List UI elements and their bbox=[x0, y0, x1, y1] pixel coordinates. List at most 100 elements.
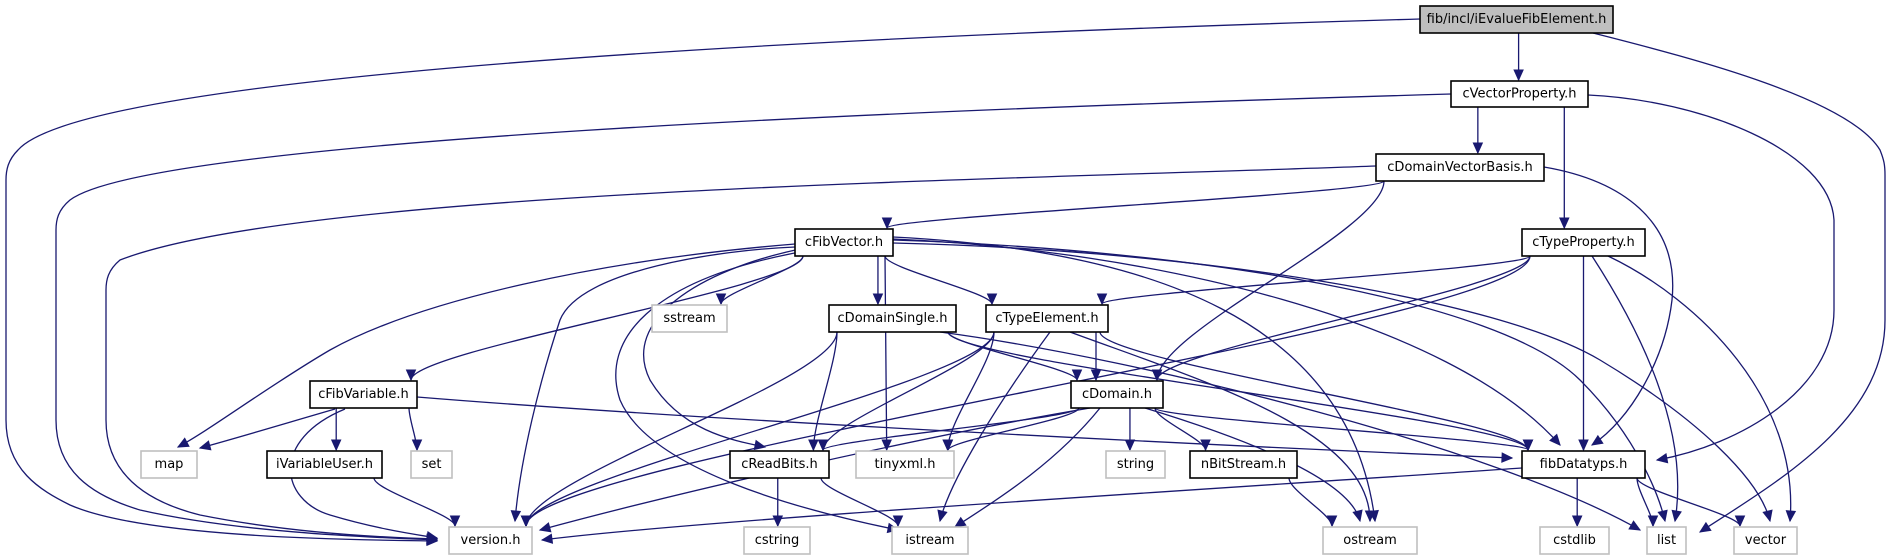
arrowhead-icon bbox=[937, 509, 948, 523]
node-label: cstdlib bbox=[1553, 533, 1596, 548]
edge-cFibVariable-to-map bbox=[199, 408, 336, 449]
edge-cFibVector-to-cReadBits bbox=[643, 248, 801, 448]
edge-cTypeProperty-to-cDomain bbox=[1156, 255, 1531, 381]
node-cFibVector[interactable]: cFibVector.h bbox=[794, 228, 894, 257]
arrowhead-icon bbox=[1124, 439, 1136, 452]
node-box bbox=[266, 450, 383, 479]
edge-cTypeElement-to-version bbox=[525, 331, 995, 527]
arrowhead-icon bbox=[1762, 509, 1773, 523]
node-cstdlib: cstdlib bbox=[1539, 526, 1610, 555]
arrowhead-icon bbox=[942, 439, 954, 452]
arrowhead-icon bbox=[1472, 142, 1484, 155]
node-label: version.h bbox=[461, 533, 521, 548]
edge-root-to-list bbox=[1592, 32, 1886, 533]
node-box bbox=[743, 526, 811, 555]
arrowhead-icon bbox=[1734, 515, 1746, 528]
edge-cDomain-to-cReadBits bbox=[822, 407, 1080, 451]
edge-cDomain-to-istream bbox=[954, 407, 1101, 528]
node-cTypeProperty[interactable]: cTypeProperty.h bbox=[1521, 228, 1646, 257]
node-cTypeElement[interactable]: cTypeElement.h bbox=[985, 304, 1109, 333]
node-label: vector bbox=[1745, 533, 1787, 548]
node-box bbox=[448, 526, 533, 555]
arrowhead-icon bbox=[1647, 515, 1659, 528]
node-label: cReadBits.h bbox=[741, 457, 818, 472]
arrowhead-icon bbox=[1785, 510, 1797, 523]
arrowhead-icon bbox=[808, 439, 819, 452]
edge-cDomainVectorBasis-to-cDomain bbox=[1156, 180, 1385, 381]
arrowhead-icon bbox=[1071, 369, 1083, 382]
edge-cFibVector-to-tinyxml bbox=[884, 255, 888, 451]
arrowhead-icon bbox=[1364, 510, 1376, 523]
node-box bbox=[794, 228, 894, 257]
arrowhead-icon bbox=[1501, 452, 1514, 463]
arrowhead-icon bbox=[1513, 69, 1524, 82]
node-label: iVariableUser.h bbox=[276, 457, 373, 472]
node-cVectorProperty[interactable]: cVectorProperty.h bbox=[1450, 80, 1589, 108]
node-cDomain[interactable]: cDomain.h bbox=[1070, 380, 1164, 409]
node-vector: vector bbox=[1733, 526, 1798, 555]
arrowhead-icon bbox=[198, 440, 212, 451]
edge-cDomain-to-tinyxml bbox=[947, 407, 1080, 451]
node-box bbox=[1521, 450, 1646, 479]
node-box bbox=[1375, 153, 1545, 182]
edge-cTypeProperty-to-list bbox=[1591, 255, 1679, 522]
node-box bbox=[1322, 526, 1418, 555]
edge-nBitStream-to-ostream bbox=[1288, 477, 1333, 527]
node-cReadBits[interactable]: cReadBits.h bbox=[729, 450, 830, 479]
node-label: cVectorProperty.h bbox=[1462, 87, 1576, 102]
edge-fibDatatyps-to-vector bbox=[1636, 477, 1741, 527]
edge-cReadBits-to-istream bbox=[820, 477, 899, 527]
node-string: string bbox=[1105, 450, 1166, 479]
node-box bbox=[1450, 80, 1589, 108]
node-box bbox=[985, 304, 1109, 333]
node-iVariableUser[interactable]: iVariableUser.h bbox=[266, 450, 383, 479]
arrowhead-icon bbox=[872, 293, 884, 306]
node-cFibVariable[interactable]: cFibVariable.h bbox=[309, 380, 418, 409]
node-box bbox=[729, 450, 830, 479]
node-box bbox=[1733, 526, 1798, 555]
arrowhead-icon bbox=[1559, 217, 1570, 230]
node-label: string bbox=[1117, 457, 1154, 472]
node-label: nBitStream.h bbox=[1201, 457, 1286, 472]
arrowhead-icon bbox=[1657, 509, 1668, 523]
node-list: list bbox=[1646, 526, 1687, 555]
arrowhead-icon bbox=[1571, 515, 1583, 528]
node-label: map bbox=[155, 457, 184, 472]
arrowhead-icon bbox=[425, 530, 439, 542]
edge-cFibVariable-to-version bbox=[289, 408, 438, 539]
node-fibDatatyps[interactable]: fibDatatyps.h bbox=[1521, 450, 1646, 479]
edge-iVariableUser-to-version bbox=[373, 477, 456, 527]
nodes-layer: fib/incl/iEvalueFibElement.h cVectorPrope… bbox=[140, 5, 1798, 555]
edge-cTypeElement-to-ostream bbox=[1069, 331, 1371, 522]
node-cDomainVectorBasis[interactable]: cDomainVectorBasis.h bbox=[1375, 153, 1545, 182]
node-label: list bbox=[1657, 533, 1676, 548]
edge-cDomainVectorBasis-to-version bbox=[105, 165, 1377, 540]
node-label: ostream bbox=[1343, 533, 1397, 548]
node-label: cTypeProperty.h bbox=[1532, 235, 1635, 250]
arrowhead-icon bbox=[1200, 439, 1211, 452]
arrowhead-icon bbox=[176, 437, 190, 448]
arrowhead-icon bbox=[1352, 509, 1363, 523]
edge-cDomainVectorBasis-to-fibDatatyps bbox=[1543, 166, 1674, 446]
node-cDomainSingle[interactable]: cDomainSingle.h bbox=[828, 304, 957, 333]
arrowhead-icon bbox=[540, 533, 554, 544]
node-set: set bbox=[410, 450, 453, 479]
arrowhead-icon bbox=[510, 510, 522, 523]
arrowhead-icon bbox=[1671, 509, 1682, 523]
node-label: cDomain.h bbox=[1082, 387, 1152, 402]
edge-cTypeProperty-to-vector bbox=[1607, 255, 1792, 522]
arrowhead-icon bbox=[1549, 433, 1561, 446]
node-box bbox=[651, 304, 728, 333]
node-nBitStream[interactable]: nBitStream.h bbox=[1189, 450, 1298, 479]
node-root[interactable]: fib/incl/iEvalueFibElement.h bbox=[1419, 5, 1614, 34]
edge-root-to-version bbox=[5, 18, 1421, 542]
arrowhead-icon bbox=[881, 439, 892, 452]
edge-cTypeElement-to-istream bbox=[939, 331, 1051, 522]
node-tinyxml: tinyxml.h bbox=[855, 450, 955, 479]
edge-fibDatatyps-to-version bbox=[541, 467, 1523, 541]
edge-cFibVariable-to-fibDatatyps bbox=[416, 396, 1513, 459]
edge-cDomain-to-fibDatatyps bbox=[1154, 407, 1529, 451]
node-label: fib/incl/iEvalueFibElement.h bbox=[1427, 12, 1607, 27]
edge-cDomainVectorBasis-to-cFibVector bbox=[886, 180, 1385, 229]
